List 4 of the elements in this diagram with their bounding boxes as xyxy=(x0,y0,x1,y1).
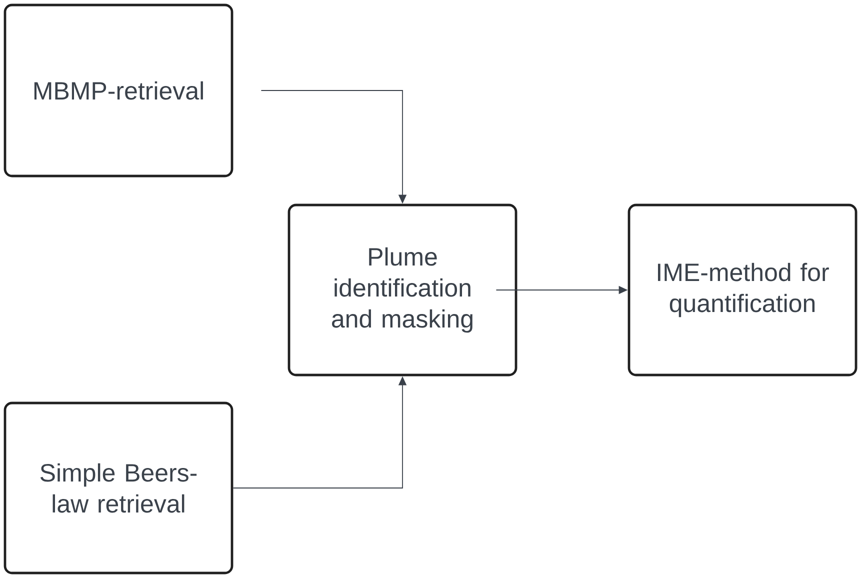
process-box: MBMP-retrieval xyxy=(4,4,234,178)
process-box: Plume identification and masking xyxy=(288,204,518,376)
process-box: IME-method for quantification xyxy=(628,204,858,376)
process-box: Simple Beers-law retrieval xyxy=(4,402,234,574)
